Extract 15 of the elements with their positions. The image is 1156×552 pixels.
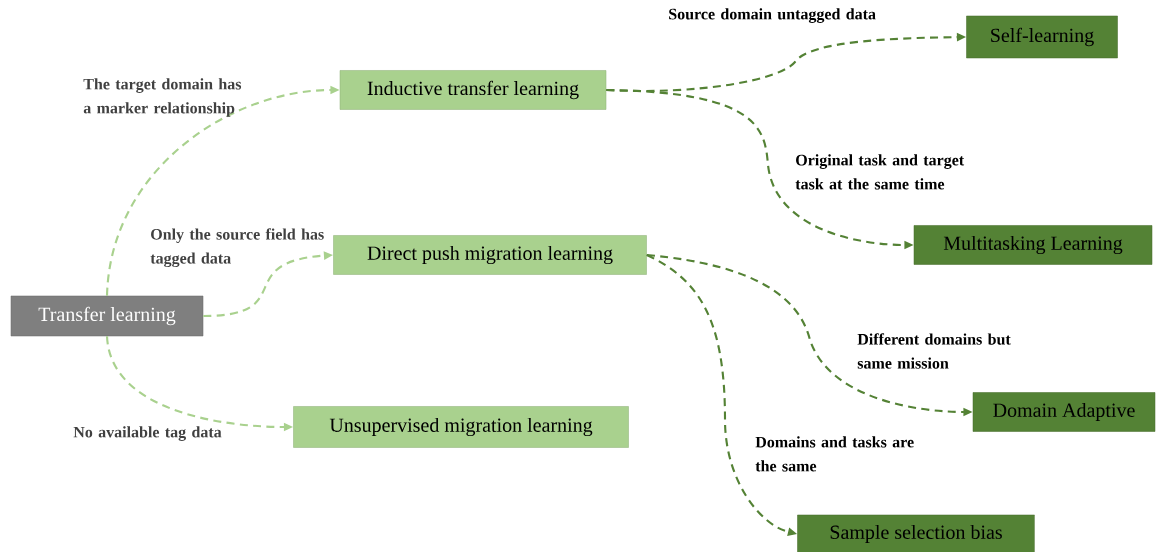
process-box: Inductive transfer learning [339,70,607,110]
process-box: Unsupervised migration learning [293,406,629,448]
process-box: Domain Adaptive [972,392,1156,432]
edge-label: Only the source field has tagged data [150,228,324,268]
edge-label: The target domain has a marker relationship [83,78,242,117]
edge-label: Different domains but same mission [857,333,1011,369]
edge-label: Source domain untagged data [669,8,876,23]
process-box: Transfer learning [10,295,204,337]
edge-label: Original task and target task at the same time [795,154,965,190]
process-box: Self-learning [966,15,1118,59]
process-box: Direct push migration learning [333,235,647,275]
edge-label: Domains and tasks are the same [755,436,914,472]
process-box: Sample selection bias [797,514,1035,552]
process-box: Multitasking Learning [913,225,1153,265]
edge-label: No available tag data [73,426,222,441]
